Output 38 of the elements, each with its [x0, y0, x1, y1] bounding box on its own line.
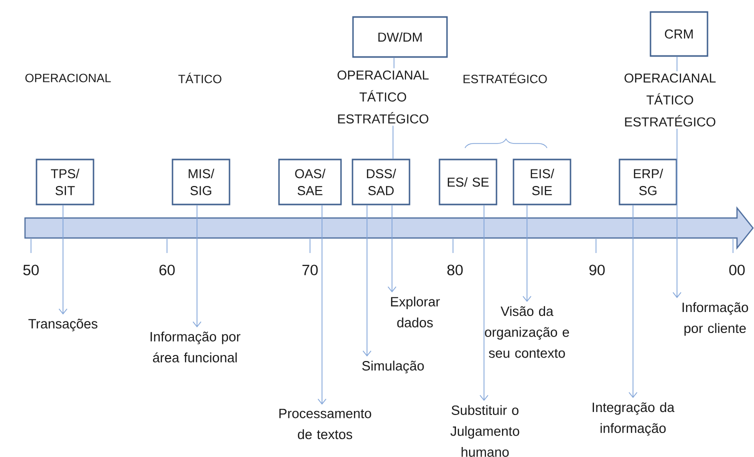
system-box: OAS/ SAE — [278, 158, 342, 206]
level-label: OPERACIANAL TÁTICO ESTRATÉGICO — [624, 73, 716, 126]
connector-arrow — [192, 204, 202, 328]
description-text: Informação por área funcional — [150, 332, 240, 362]
system-box: MIS/ SIG — [172, 158, 230, 206]
description-text: Processamento de textos — [279, 408, 372, 440]
level-label: OPERACIANAL TÁTICO ESTRATÉGICO — [338, 70, 429, 124]
system-box: CRM — [650, 11, 708, 57]
level-label: ESTRATÉGICO — [464, 72, 547, 84]
connector-arrow — [58, 204, 68, 315]
description-text: Informação por cliente — [682, 302, 748, 336]
connector-arrow — [318, 204, 326, 405]
description-text: Integração da informação — [592, 402, 674, 436]
system-box: DSS/ SAD — [352, 158, 410, 206]
connector-arrow — [388, 204, 396, 292]
connector-arrow — [628, 204, 638, 398]
description-text: Visão da organização e seu contexto — [484, 306, 569, 358]
description-text: Explorar dados — [391, 296, 440, 328]
system-box: ERP/ SG — [618, 158, 678, 206]
connector-arrow — [522, 204, 532, 302]
system-box: EIS/ SIE — [512, 158, 572, 206]
connector-arrow — [672, 128, 682, 298]
connector-arrow — [362, 204, 372, 356]
year-label: 80 — [447, 264, 463, 276]
connector-arrow — [480, 204, 488, 401]
description-text: Simulação — [362, 360, 424, 374]
year-label: 60 — [159, 264, 175, 276]
year-label: 50 — [23, 264, 39, 276]
system-box: ES/ SE — [438, 158, 498, 206]
year-label: 70 — [302, 264, 318, 276]
system-box: DW/DM — [352, 16, 448, 58]
description-text: Transações — [28, 318, 98, 332]
year-label: 90 — [589, 264, 605, 276]
level-label: OPERACIONAL — [25, 74, 111, 82]
level-label: TÁTICO — [178, 72, 222, 84]
year-label: 00 — [729, 264, 745, 276]
description-text: Substituir o Julgamento humano — [450, 405, 520, 457]
system-box: TPS/ SIT — [36, 158, 94, 206]
